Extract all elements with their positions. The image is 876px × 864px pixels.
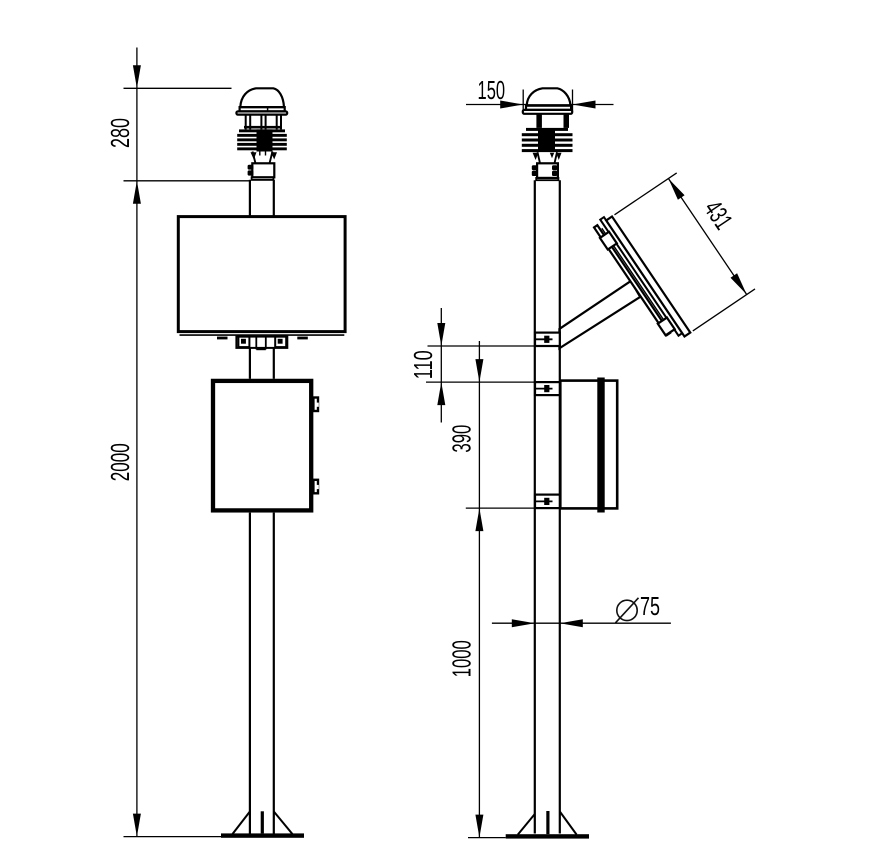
svg-text:150: 150 [478, 75, 506, 105]
svg-text:110: 110 [408, 350, 438, 379]
svg-text:1000: 1000 [447, 640, 477, 677]
svg-text:75: 75 [640, 591, 660, 621]
svg-text:2000: 2000 [105, 443, 135, 481]
svg-text:390: 390 [447, 425, 477, 453]
svg-text:280: 280 [105, 118, 135, 148]
